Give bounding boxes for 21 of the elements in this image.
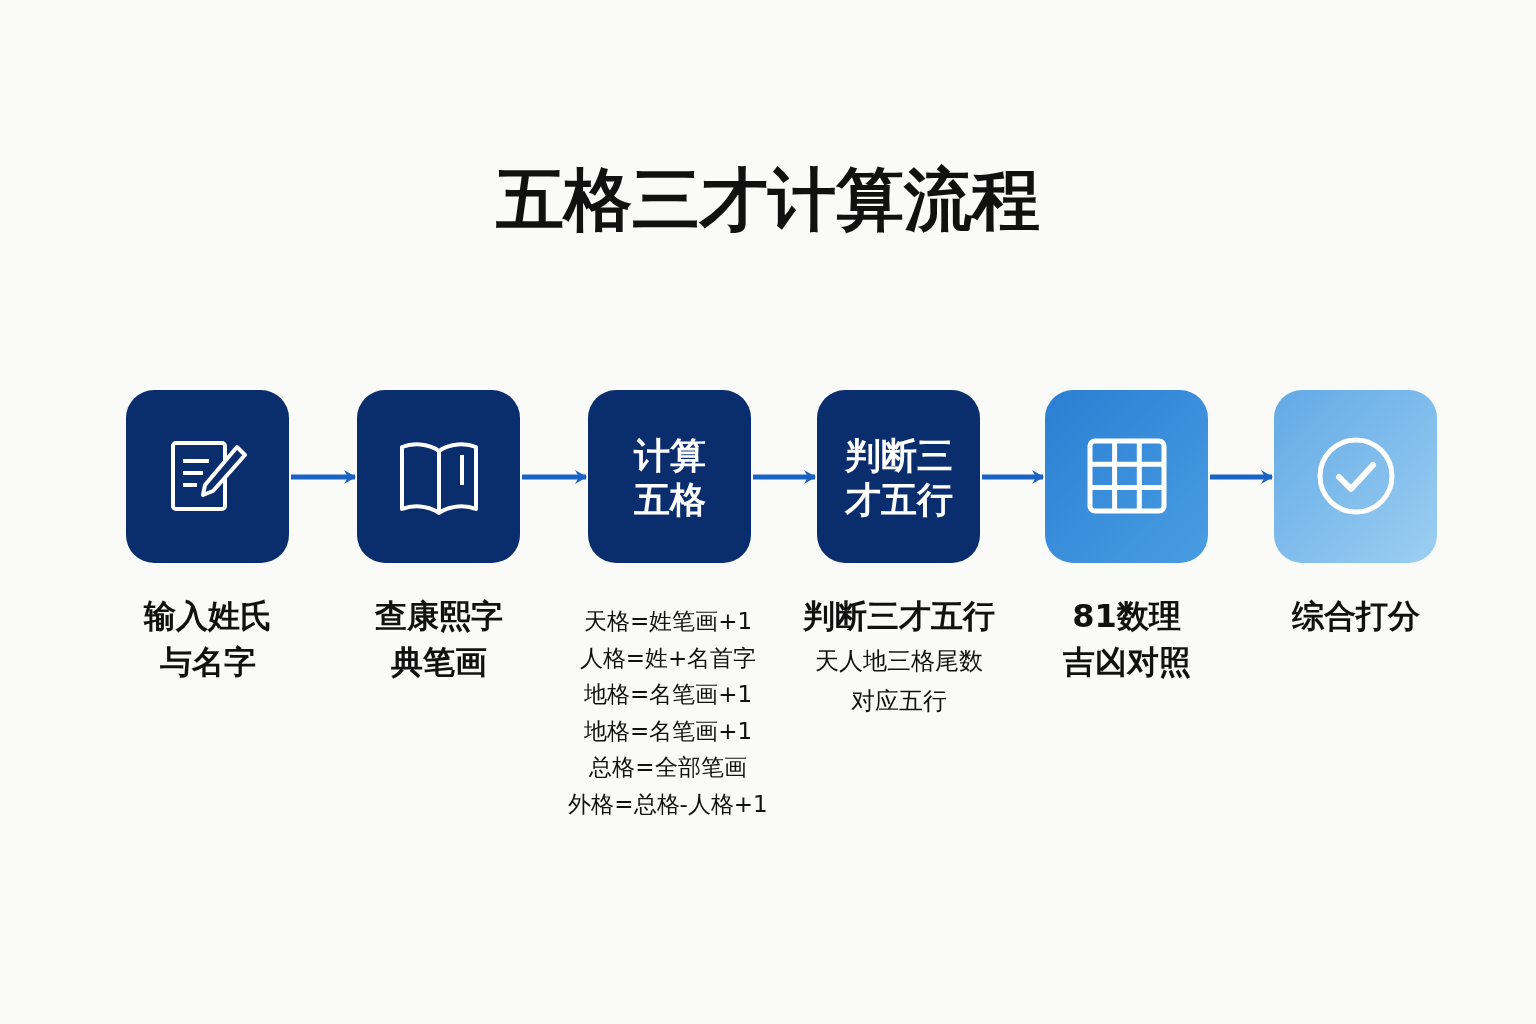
formula-text: 外格=总格-人格+1 [568, 789, 768, 819]
arrow [1210, 470, 1273, 484]
step-tile [588, 390, 751, 563]
formula-text: 总格=全部笔画 [589, 753, 747, 782]
tile-label: 计算五格 [632, 434, 707, 522]
tile-label: 判断三才五行 [843, 434, 954, 522]
arrow [982, 470, 1044, 484]
step-heading: 81数理吉凶对照 [1061, 596, 1192, 683]
step-heading: 判断三才五行 [801, 596, 996, 637]
formula-text: 人格=姓+名首字 [579, 643, 757, 673]
arrow [522, 470, 587, 484]
title: 五格三才计算流程 [495, 159, 1041, 241]
step-description: 天人地三格尾数对应五行 [813, 646, 984, 717]
formula-text: 天格=姓笔画+1 [583, 607, 753, 636]
step-heading: 查康熙字典笔画 [373, 596, 504, 683]
arrow [291, 470, 356, 484]
formula-text: 地格=名笔画+1 [583, 680, 753, 709]
arrow [753, 470, 816, 484]
formula-text: 地格=名笔画+1 [583, 716, 753, 746]
step-heading: 输入姓氏与名字 [142, 596, 273, 683]
step-heading: 综合打分 [1290, 596, 1421, 637]
